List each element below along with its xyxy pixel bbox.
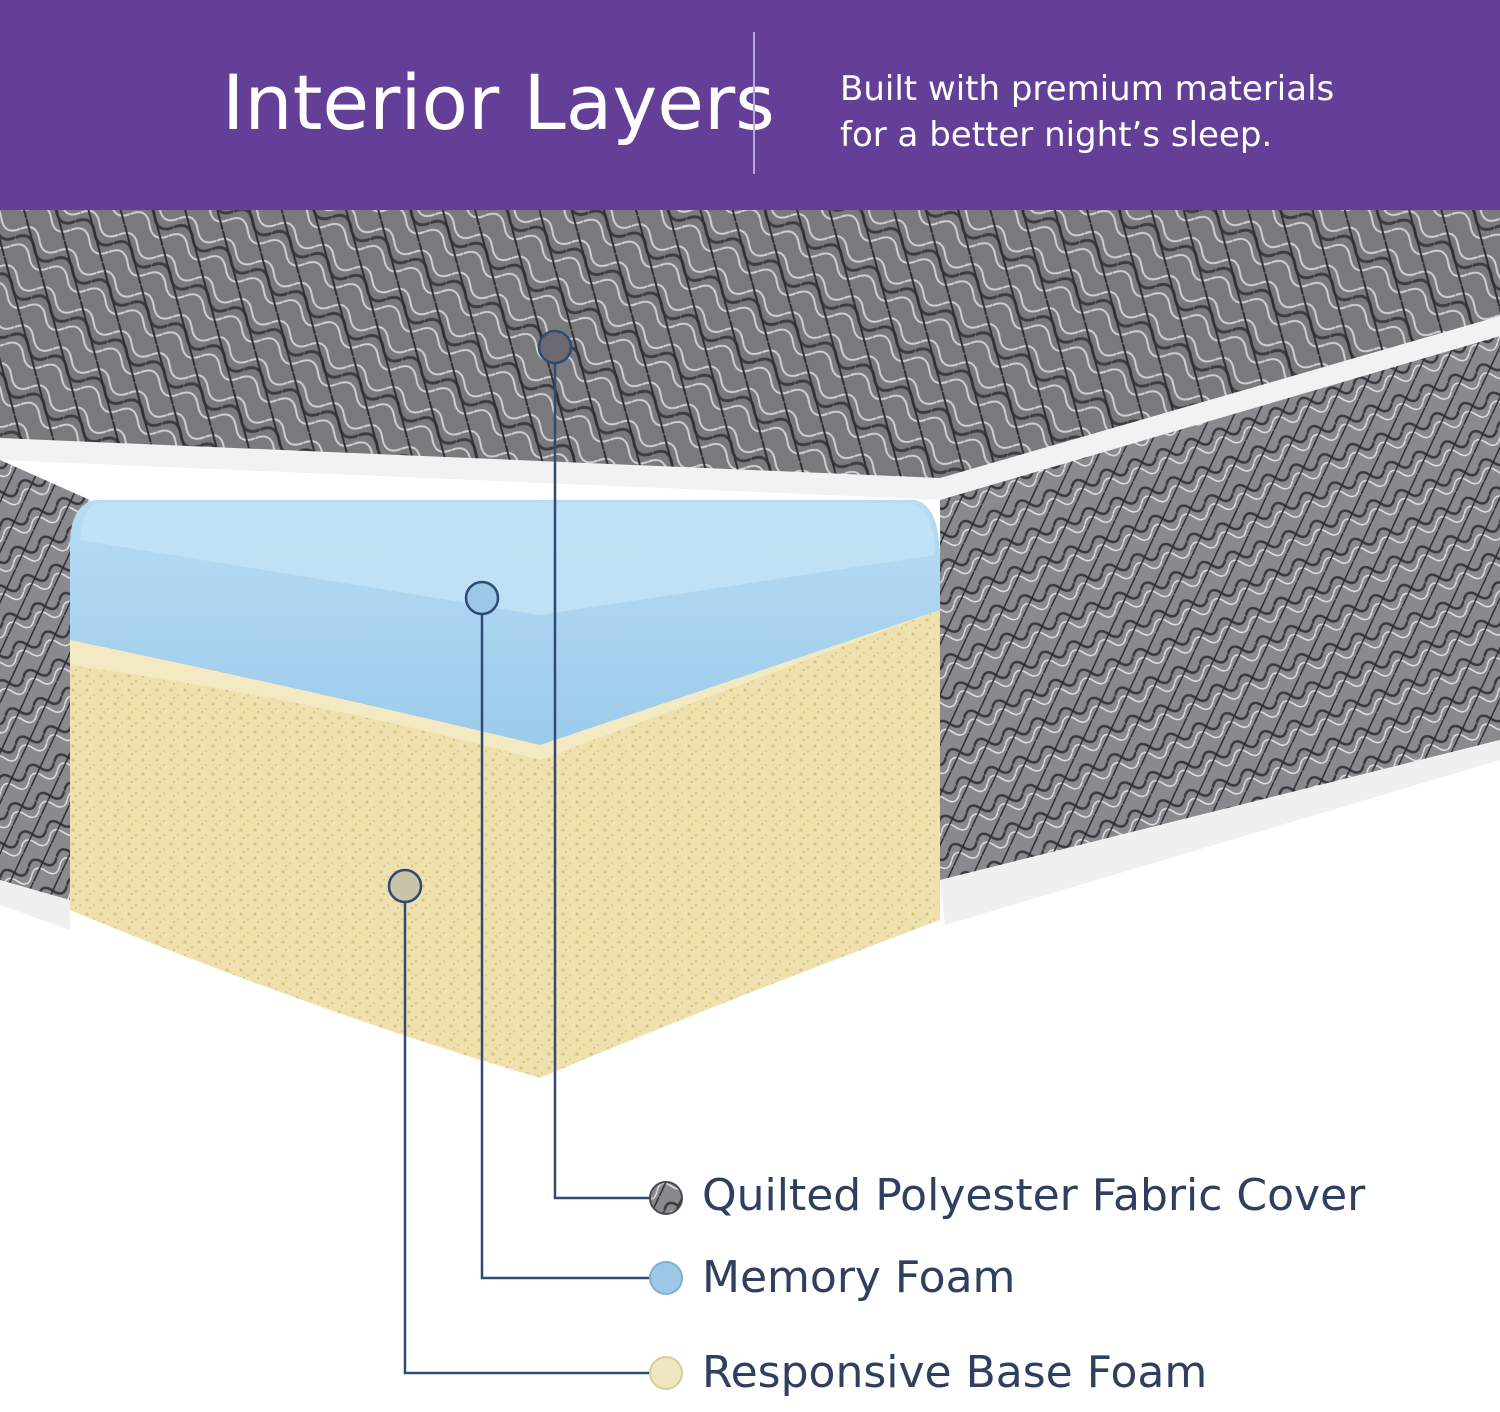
- mattress-top-piping: [0, 316, 1500, 500]
- fabric-marker: [537, 329, 573, 365]
- base-foam-marker: [387, 868, 423, 904]
- mattress-top-surface: [0, 210, 1500, 480]
- page-title: Interior Layers: [222, 58, 775, 147]
- leader-lines: [403, 347, 662, 1375]
- leader-line-memory: [480, 601, 662, 1280]
- legend-label-base-foam: Responsive Base Foam: [702, 1347, 1208, 1398]
- base-foam-icon: [649, 1356, 683, 1390]
- legend-label-fabric: Quilted Polyester Fabric Cover: [702, 1170, 1366, 1221]
- mattress-bottom-piping: [940, 740, 1500, 925]
- mattress-bottom-piping-left: [0, 880, 70, 930]
- memory-foam-marker: [464, 580, 500, 616]
- subtitle-line-2: for a better night’s sleep.: [840, 115, 1273, 155]
- legend-label-memory-foam: Memory Foam: [702, 1252, 1016, 1303]
- memory-foam-top-face: [80, 503, 935, 615]
- mattress-right-side: [940, 336, 1500, 880]
- header-subtitle: Built with premium materials for a bette…: [840, 66, 1334, 158]
- leader-line-fabric: [553, 347, 662, 1200]
- quilted-fabric-icon: [649, 1181, 683, 1215]
- memory-foam-icon: [649, 1261, 683, 1295]
- subtitle-line-1: Built with premium materials: [840, 69, 1335, 109]
- header-divider: [753, 32, 755, 174]
- mattress-left-side: [0, 460, 90, 910]
- header-banner: Interior Layers Built with premium mater…: [0, 0, 1500, 210]
- leader-line-base: [403, 886, 662, 1375]
